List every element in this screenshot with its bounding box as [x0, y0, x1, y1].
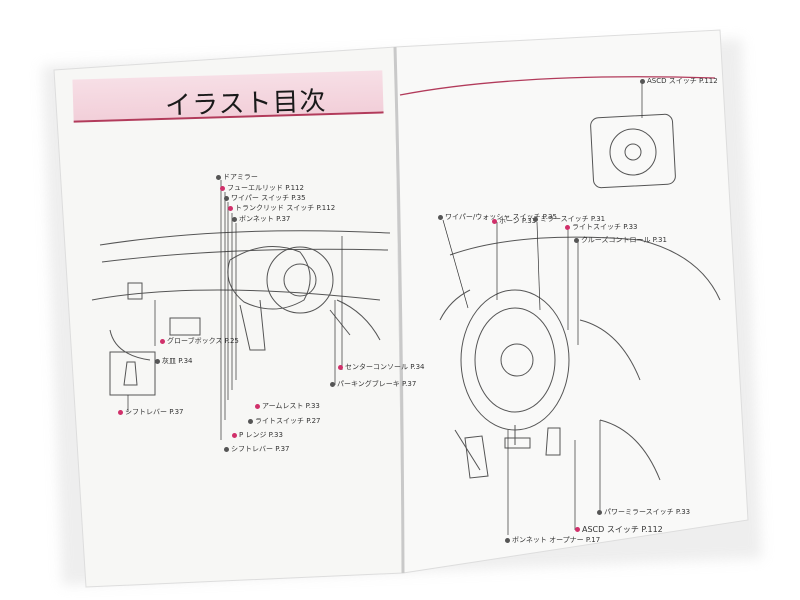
callout: フューエルリッド P.112 — [220, 183, 304, 193]
callout: クルーズコントロール P.31 — [574, 235, 667, 245]
left-page — [53, 46, 404, 588]
callout: ミラースイッチ P.31 — [533, 214, 605, 224]
callout: ASCD スイッチ P.112 — [575, 524, 663, 535]
dashboard-illustration — [91, 230, 391, 361]
callout: ボンネット P.37 — [232, 214, 290, 224]
callout: P レンジ P.33 — [232, 430, 283, 440]
callout: アームレスト P.33 — [255, 401, 320, 411]
callout: ワイパー スイッチ P.35 — [224, 193, 306, 203]
callout: ライトスイッチ P.33 — [565, 222, 638, 232]
left-leader-lines — [127, 180, 343, 440]
callout: ボンネット オープナー P.17 — [505, 535, 600, 545]
steering-illustration — [439, 113, 721, 481]
right-leader-lines — [442, 81, 643, 535]
page-title: イラスト目次 — [164, 86, 327, 122]
callout: パーキングブレーキ P.37 — [330, 379, 416, 389]
callout: グローブボックス P.25 — [160, 336, 239, 346]
callout: ドアミラー — [216, 172, 258, 182]
callout: 灰皿 P.34 — [155, 356, 193, 366]
callout: ASCD スイッチ P.112 — [640, 76, 718, 86]
right-page — [394, 29, 749, 574]
callout: シフトレバー P.37 — [224, 444, 290, 454]
callout: センターコンソール P.34 — [338, 362, 425, 372]
callout: シフトレバー P.37 — [118, 407, 184, 417]
right-title-rule — [399, 76, 716, 96]
callout: トランクリッド スイッチ P.112 — [228, 203, 335, 213]
shift-lever-inset — [109, 351, 156, 396]
shift-knob-drawing — [123, 361, 138, 386]
gutter — [393, 46, 405, 574]
callout: ホーン P.33 — [492, 216, 536, 226]
callout: パワーミラースイッチ P.33 — [597, 507, 690, 517]
callout: ワイパー/ウォッシャ スイッチ P.35 — [438, 212, 557, 222]
callout: ライトスイッチ P.27 — [248, 416, 321, 426]
